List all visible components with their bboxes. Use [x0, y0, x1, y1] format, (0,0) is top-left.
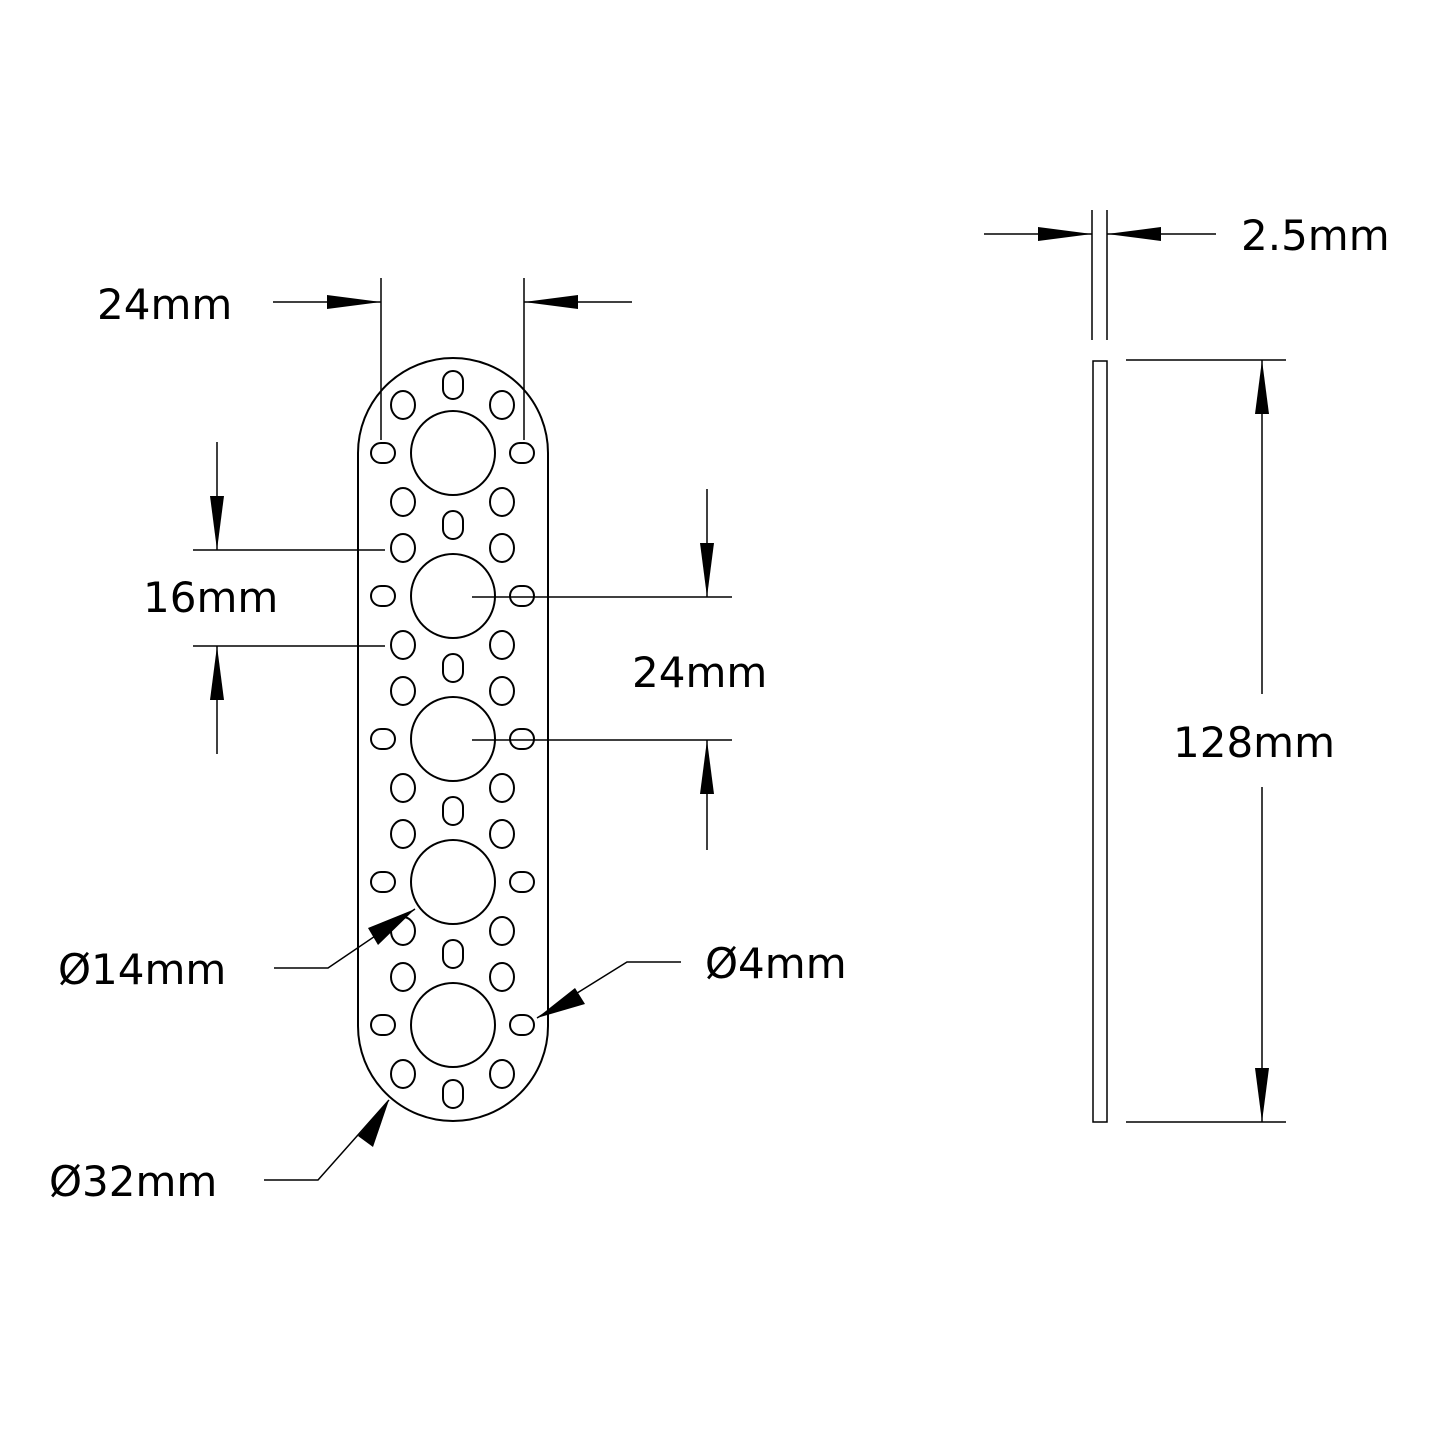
label-16mm: 16mm	[143, 573, 279, 622]
dim-2.5mm	[984, 210, 1216, 340]
vertical-slots	[442, 370, 464, 1109]
label-4mm-diameter: Ø4mm	[705, 939, 847, 988]
dim-16mm-vertical	[193, 442, 385, 754]
label-14mm-diameter: Ø14mm	[58, 945, 227, 994]
plate-outline	[357, 357, 549, 1122]
large-holes	[410, 410, 496, 1068]
label-128mm: 128mm	[1173, 718, 1335, 767]
label-24mm-horizontal: 24mm	[97, 280, 233, 329]
dim-24mm-vertical	[472, 489, 732, 850]
leader-14mm	[274, 908, 416, 969]
dim-24mm-horizontal	[273, 278, 632, 440]
label-32mm-diameter: Ø32mm	[49, 1157, 218, 1206]
side-slots	[370, 442, 535, 1036]
label-2.5mm: 2.5mm	[1241, 211, 1390, 260]
label-24mm-vertical: 24mm	[632, 648, 768, 697]
dim-128mm	[1126, 359, 1286, 1123]
leader-32mm	[264, 1099, 390, 1181]
leader-4mm	[536, 961, 681, 1019]
side-view-plate	[1092, 360, 1108, 1123]
